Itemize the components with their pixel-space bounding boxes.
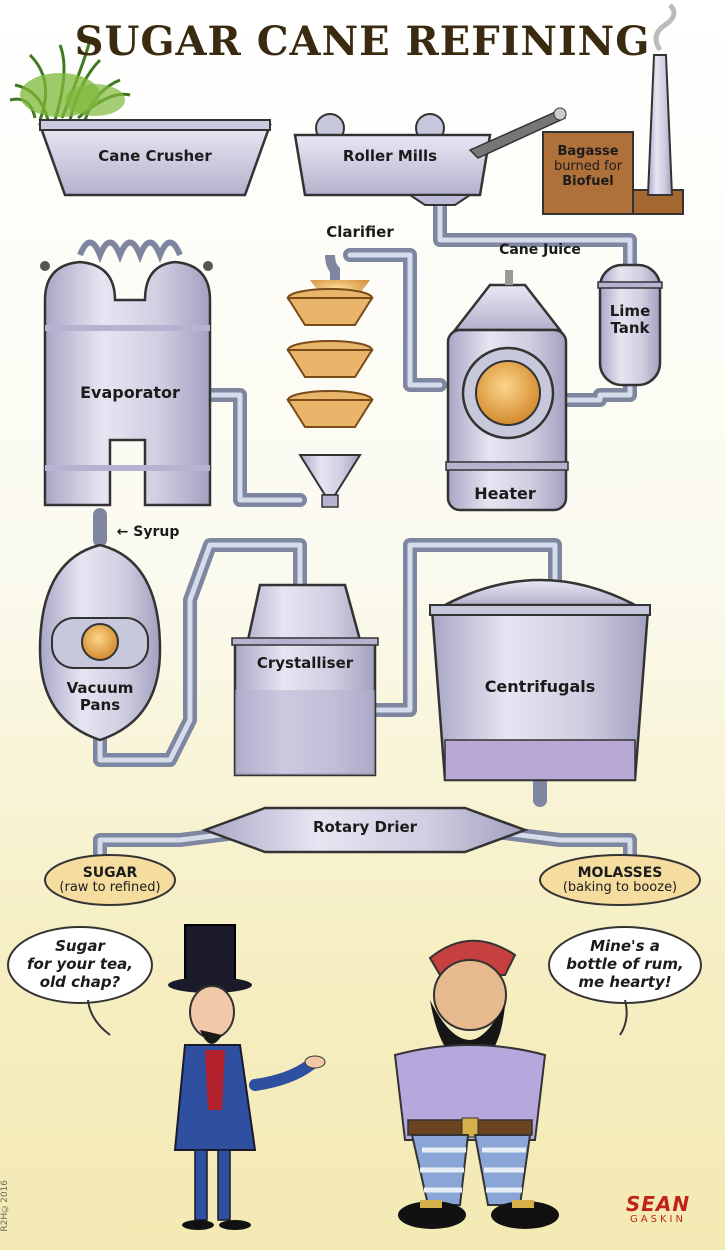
pirate-speech-line-3: me hearty! <box>578 973 672 991</box>
gentleman-speech-line-3: old chap? <box>39 973 121 991</box>
label-lime-tank: Lime Tank <box>600 302 660 338</box>
lime-tank <box>597 263 663 387</box>
molasses-sign-title: MOLASSES <box>577 865 663 881</box>
syrup-arrow: ← <box>116 524 134 540</box>
pipework-shine <box>97 197 633 863</box>
gentleman-speech-line-2: for your tea, <box>27 955 133 973</box>
bagasse-line-1: Bagasse <box>557 144 619 159</box>
heater-vessel <box>445 270 569 512</box>
label-heater: Heater <box>474 484 536 503</box>
artist-signature: SEAN GASKIN <box>608 1192 708 1225</box>
pirate-speech: Mine's a bottle of rum, me hearty! <box>550 937 700 991</box>
label-crystalliser: Crystalliser <box>256 654 354 672</box>
label-bagasse: Bagasse burned for Biofuel <box>543 144 633 190</box>
gentleman-figure <box>168 924 326 1230</box>
sugar-sign: SUGAR (raw to refined) <box>45 865 175 896</box>
label-cane-juice: Cane Juice <box>499 242 581 258</box>
product-signs <box>44 854 701 906</box>
bagasse-line-3: Biofuel <box>562 173 614 189</box>
crystalliser-vessel <box>231 583 379 777</box>
lime-tank-line-2: Tank <box>610 319 650 338</box>
syrup-text: Syrup <box>133 524 180 540</box>
copyright-credit: R2H©2016 <box>0 1180 10 1232</box>
centrifugals-vessel <box>429 578 651 782</box>
molasses-sign-subtitle: (baking to booze) <box>562 880 678 896</box>
molasses-sign: MOLASSES (baking to booze) <box>540 865 700 896</box>
label-cane-crusher: Cane Crusher <box>98 147 212 165</box>
vacuum-pans-line-2: Pans <box>79 696 121 715</box>
evaporator-vessel <box>40 239 213 507</box>
label-vacuum-pans: Vacuum Pans <box>50 679 150 715</box>
label-evaporator: Evaporator <box>80 383 180 402</box>
label-clarifier: Clarifier <box>326 223 394 241</box>
clarifier-baskets <box>286 254 374 508</box>
lime-tank-line-1: Lime <box>609 302 651 320</box>
signature-bottom: GASKIN <box>630 1214 686 1225</box>
roller-mills-machine <box>293 107 567 206</box>
gentleman-speech: Sugar for your tea, old chap? <box>10 937 150 991</box>
page-title: SUGAR CANE REFINING <box>74 18 651 65</box>
speech-bubbles <box>7 926 702 1036</box>
bagasse-furnace <box>542 3 684 215</box>
pirate-speech-line-1: Mine's a <box>590 937 660 955</box>
pirate-speech-line-2: bottle of rum, <box>566 955 684 973</box>
label-syrup: ← Syrup <box>108 524 188 540</box>
label-centrifugals: Centrifugals <box>484 677 596 696</box>
bagasse-line-2: burned for <box>553 158 623 174</box>
sugar-sign-subtitle: (raw to refined) <box>59 880 161 896</box>
label-rotary-drier: Rotary Drier <box>312 818 418 836</box>
label-roller-mills: Roller Mills <box>342 147 438 165</box>
vacuum-pans-vessel <box>38 543 162 742</box>
signature-top: SEAN <box>625 1192 691 1216</box>
vacuum-pans-line-1: Vacuum <box>66 679 134 697</box>
cane-crusher-machine <box>38 119 272 197</box>
gentleman-speech-line-1: Sugar <box>55 937 105 955</box>
rotary-drier <box>201 806 529 854</box>
pirate-figure <box>393 939 559 1229</box>
cane-leaves <box>20 73 125 117</box>
sugar-sign-title: SUGAR <box>82 865 138 881</box>
